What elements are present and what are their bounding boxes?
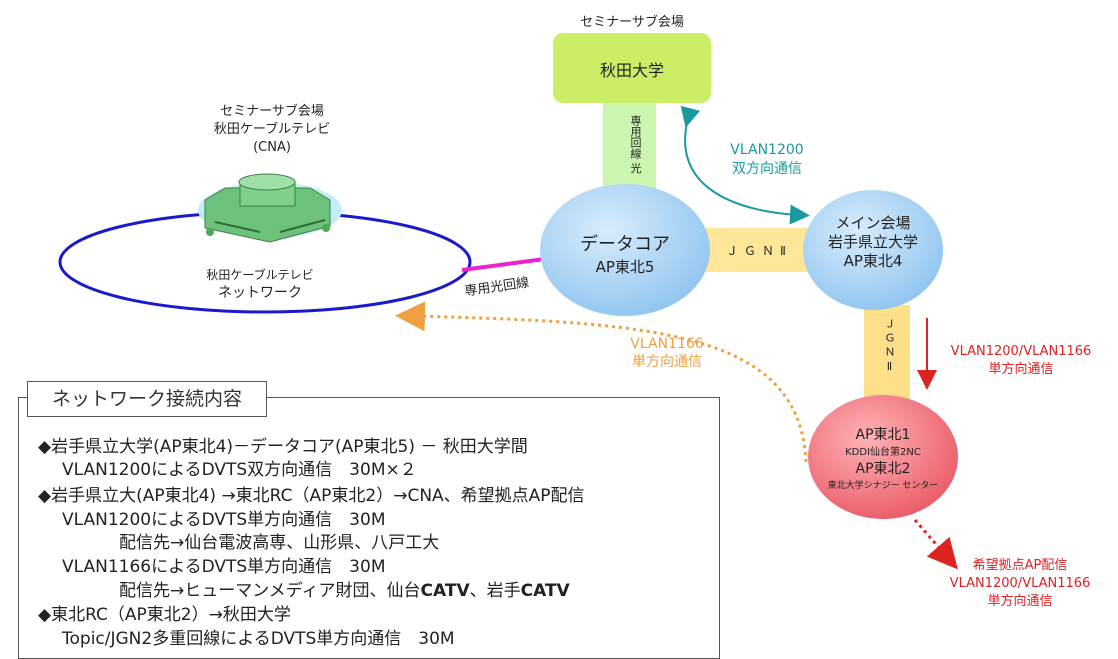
- ap-tohoku-label: AP東北1 KDDI仙台第2NC AP東北2 東北大学シナジー センター: [810, 427, 956, 495]
- iwate-line2: 岩手県立大学: [827, 233, 918, 251]
- panel-line: ◆岩手県立大(AP東北4) →東北RC（AP東北2）→CNA、希望拠点AP配信: [38, 486, 585, 506]
- cna-network-label: 秋田ケーブルテレビ ネットワーク: [160, 266, 360, 302]
- panel-line: Topic/JGN2多重回線によるDVTS単方向通信 30M: [62, 629, 455, 649]
- vlan1200-arrow: [680, 105, 810, 225]
- kibou-line1: 希望拠点AP配信: [972, 558, 1068, 573]
- ap-tohoku-line3: AP東北2: [855, 461, 911, 477]
- vlan-iwate-line1: VLAN1200/VLAN1166: [950, 344, 1092, 359]
- link-dedicated-fiber-vertical: [603, 102, 656, 192]
- vlan1200-line2: 双方向通信: [732, 161, 802, 177]
- vlan1166-line1: VLAN1166: [630, 336, 704, 352]
- panel-line: ◆岩手県立大学(AP東北4)－データコア(AP東北5) － 秋田大学間: [38, 437, 528, 457]
- link-jgn-horizontal-label: ＪＧＮⅡ: [726, 244, 792, 258]
- link-dedicated-fiber-vertical-label: 専用回線 光: [629, 115, 642, 174]
- datacore-line1: データコア: [580, 234, 670, 255]
- kibou-label: 希望拠点AP配信 VLAN1200/VLAN1166 単方向通信: [930, 557, 1110, 611]
- ap-tohoku-node: [808, 395, 958, 519]
- akita-univ-box: [553, 33, 711, 103]
- datacore-label: データコア AP東北5: [545, 230, 705, 277]
- cna-caption: セミナーサブ会場 秋田ケーブルテレビ (CNA): [172, 103, 372, 157]
- iwate-line1: メイン会場: [835, 214, 911, 232]
- vlan1166-line2: 単方向通信: [632, 354, 702, 370]
- cna-caption-line: セミナーサブ会場: [220, 104, 324, 119]
- vlan1200-line1: VLAN1200: [730, 142, 804, 158]
- connection-details-panel: [18, 397, 720, 659]
- iwate-label: メイン会場 岩手県立大学 AP東北4: [800, 214, 946, 271]
- ap-tohoku-line4: 東北大学シナジー センター: [827, 481, 939, 491]
- dedicated-fiber-line: [461, 256, 553, 272]
- panel-line: ◆東北RC（AP東北2）→秋田大学: [38, 605, 291, 625]
- akita-univ-label: 秋田大学: [599, 61, 664, 80]
- panel-line: 配信先→ヒューマンメディア財団、仙台CATV、岩手CATV: [119, 576, 570, 601]
- cna-building-icon: [198, 173, 342, 243]
- vlan1200-bidir-label: VLAN1200 双方向通信: [712, 141, 822, 179]
- iwate-line3: AP東北4: [843, 252, 903, 270]
- kibou-line3: 単方向通信: [987, 594, 1053, 609]
- network-diagram: [58, 33, 958, 570]
- panel-line: VLAN1166によるDVTS単方向通信 30M: [62, 557, 386, 577]
- datacore-line2: AP東北5: [595, 258, 655, 276]
- kibou-arrow: [913, 519, 958, 570]
- cna-caption-line: (CNA): [253, 140, 291, 155]
- panel-line-part: 配信先→ヒューマンメディア財団、仙台: [119, 581, 421, 601]
- panel-line-part-bold: CATV: [520, 581, 570, 601]
- link-jgn-horizontal: [705, 228, 813, 272]
- akita-univ-caption: セミナーサブ会場: [580, 15, 684, 30]
- panel-line: 配信先→仙台電波高専、山形県、八戸工大: [119, 533, 440, 553]
- cna-network-line: ネットワーク: [218, 285, 302, 301]
- ap-tohoku-line1: AP東北1: [855, 427, 911, 443]
- cna-network-line: 秋田ケーブルテレビ: [206, 268, 314, 282]
- kibou-line2: VLAN1200/VLAN1166: [949, 576, 1091, 591]
- panel-title: ネットワーク接続内容: [27, 381, 267, 417]
- vlan-iwate-line2: 単方向通信: [988, 362, 1054, 377]
- datacore-node: [540, 184, 710, 316]
- iwate-node: [803, 190, 943, 310]
- link-jgn-vertical-label: ＪＧＮⅡ: [883, 318, 896, 376]
- vlan-iwate-down-label: VLAN1200/VLAN1166 単方向通信: [935, 343, 1107, 379]
- link-jgn-vertical: [864, 305, 910, 405]
- vlan1166-uni-label: VLAN1166 単方向通信: [612, 335, 722, 371]
- cna-caption-line: 秋田ケーブルテレビ: [213, 122, 331, 137]
- panel-line-part-bold: CATV: [420, 581, 470, 601]
- ap-tohoku-line2: KDDI仙台第2NC: [845, 447, 921, 458]
- vlan1166-arrow: [395, 301, 808, 463]
- panel-line-part: 、岩手: [469, 581, 521, 601]
- panel-line: VLAN1200によるDVTS単方向通信 30M: [62, 510, 386, 530]
- panel-line: VLAN1200によるDVTS双方向通信 30M×２: [62, 460, 417, 480]
